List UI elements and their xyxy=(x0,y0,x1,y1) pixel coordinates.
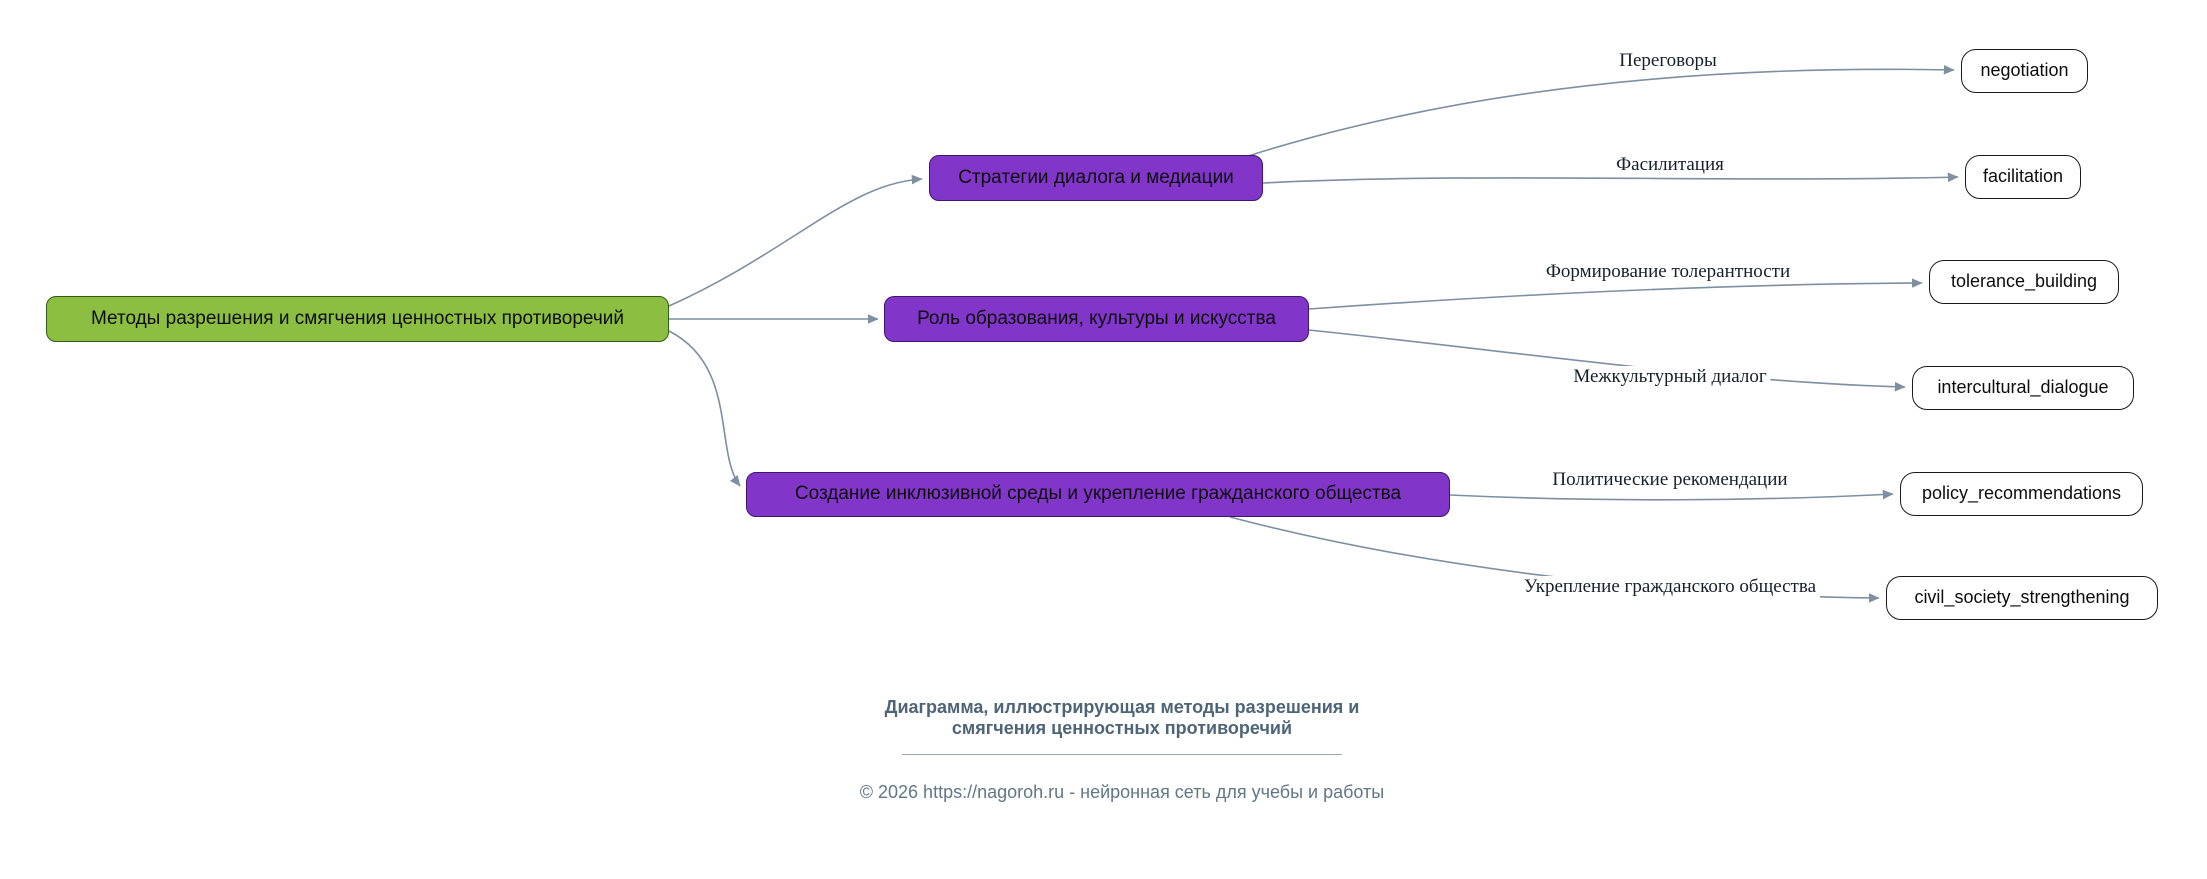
caption-divider xyxy=(902,754,1342,755)
node-leaf-civil-society-strengthening: civil_society_strengthening xyxy=(1886,576,2158,620)
edge-dialogue-facilitation xyxy=(1262,172,1959,184)
edge-label-intercultural-dialogue: Межкультурный диалог xyxy=(1569,366,1771,388)
edge-label-tolerance-building: Формирование толерантности xyxy=(1541,261,1795,283)
node-leaf-intercultural-dialogue: intercultural_dialogue xyxy=(1912,366,2134,410)
edge-education-intercultural xyxy=(1308,329,1906,392)
node-root-methods: Методы разрешения и смягчения ценностных… xyxy=(46,296,669,342)
diagram-caption-line1: Диаграмма, иллюстрирующая методы разреше… xyxy=(884,697,1360,717)
diagram-caption-line2: смягчения ценностных противоречий xyxy=(951,718,1293,738)
node-leaf-facilitation: facilitation xyxy=(1965,155,2081,199)
node-branch-inclusive-civil-society: Создание инклюзивной среды и укрепление … xyxy=(746,472,1450,517)
node-leaf-tolerance-building: tolerance_building xyxy=(1929,260,2119,304)
node-leaf-negotiation: negotiation xyxy=(1961,49,2088,93)
edge-inclusive-policy xyxy=(1449,489,1894,501)
edge-root-dialogue xyxy=(668,174,923,307)
edge-label-facilitation: Фасилитация xyxy=(1612,154,1728,176)
edge-education-tolerance xyxy=(1308,278,1923,310)
edge-label-civil-society-strengthening: Укрепление гражданского общества xyxy=(1519,576,1821,598)
node-branch-education-culture-art: Роль образования, культуры и искусства xyxy=(884,296,1309,342)
edge-label-negotiation: Переговоры xyxy=(1615,50,1721,72)
footer-credit: © 2026 https://nagoroh.ru - нейронная се… xyxy=(859,782,1385,802)
edge-label-policy-recommendations: Политические рекомендации xyxy=(1548,469,1792,491)
diagram-caption: Диаграмма, иллюстрирующая методы разреше… xyxy=(822,697,1422,739)
node-branch-dialogue-mediation: Стратегии диалога и медиации xyxy=(929,155,1263,201)
edge-dialogue-negotiation xyxy=(1244,64,1955,158)
edge-root-inclusive xyxy=(668,330,741,487)
node-leaf-policy-recommendations: policy_recommendations xyxy=(1900,472,2143,516)
